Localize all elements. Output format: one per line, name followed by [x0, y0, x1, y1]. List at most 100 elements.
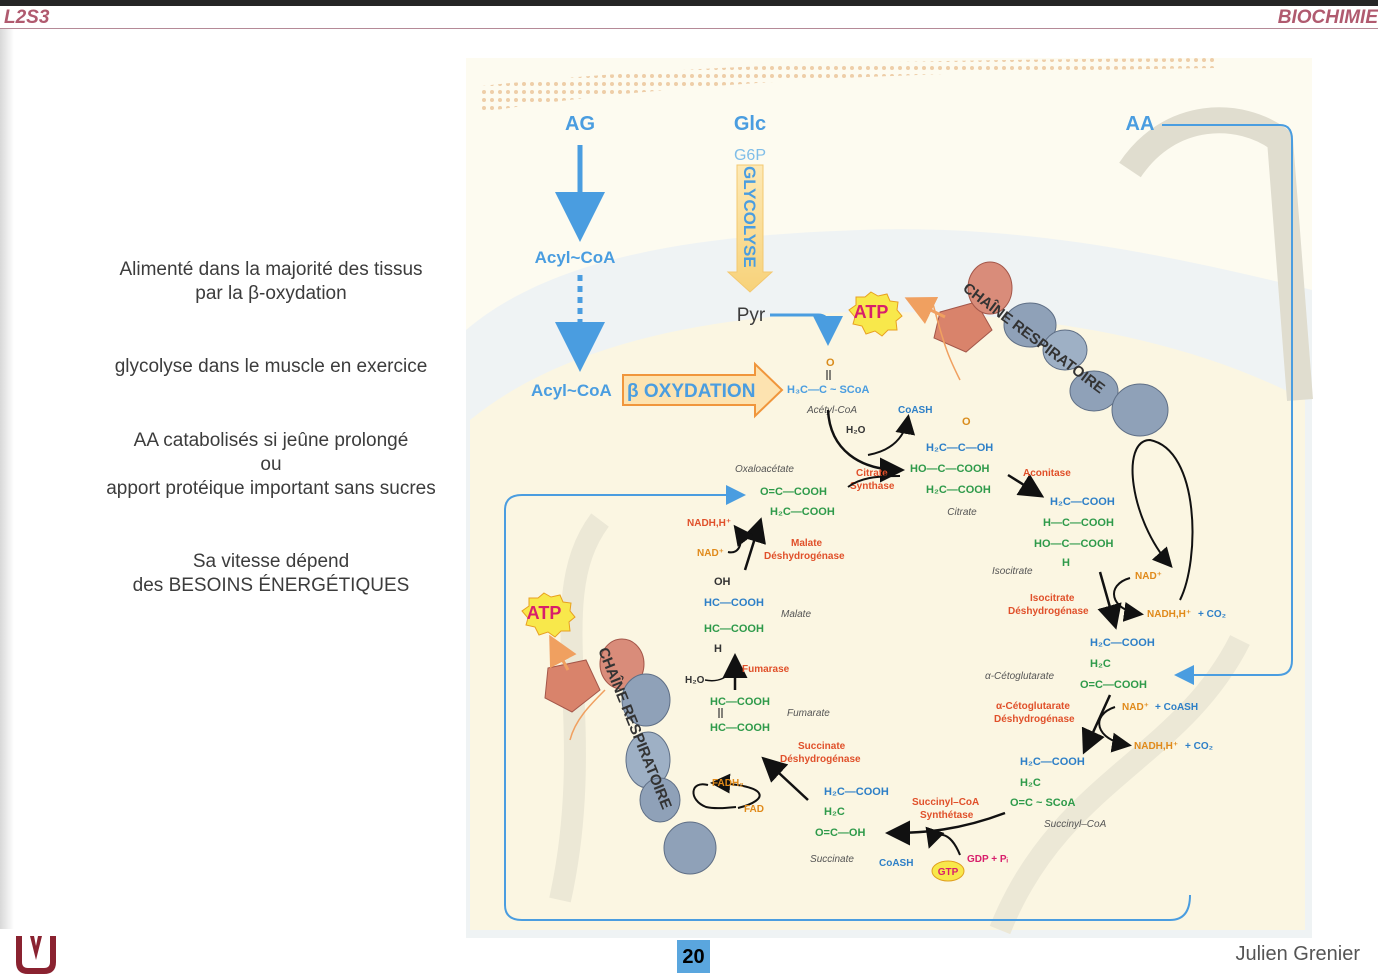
- header-rule: [0, 28, 1378, 29]
- succinate-dh-arrow: [761, 756, 809, 801]
- h2o-fumarase-curve: [704, 669, 734, 682]
- page-number: 20: [677, 940, 710, 973]
- course-code: L2S3: [4, 7, 50, 28]
- svg-text:H₃C—C ~ SCoA: H₃C—C ~ SCoA: [787, 384, 869, 396]
- svg-text:H₂C—COOH: H₂C—COOH: [926, 484, 991, 496]
- svg-text:HC—COOH: HC—COOH: [710, 696, 770, 708]
- svg-text:H₂C: H₂C: [1020, 777, 1041, 789]
- nad-loop-2: [1098, 706, 1132, 753]
- respiratory-chain-top: [931, 261, 1169, 437]
- acyl-coa-matrix-label: Acyl~CoA: [531, 381, 612, 400]
- nad-1: NAD⁺: [1135, 571, 1162, 582]
- note-glycolysis: glycolyse dans le muscle en exercice: [70, 355, 472, 379]
- isocitrate-structure: H₂C—COOH H—C—COOH HO—C—COOH H: [1034, 496, 1115, 569]
- ag-label: AG: [565, 113, 595, 135]
- nadh-to-chain-line: [1131, 438, 1194, 601]
- note-line: AA catabolisés si jeûne prolongé: [133, 430, 409, 451]
- atp-burst-top: [848, 291, 903, 337]
- atp-arrow-top: [904, 296, 946, 324]
- succinate-structure: H₂C—COOH H₂C O=C—OH: [815, 786, 889, 839]
- svg-text:H₂C—COOH: H₂C—COOH: [770, 506, 835, 518]
- fumarate-structure: HC—COOH HC—COOH: [710, 696, 770, 734]
- note-line: apport protéique important sans sucres: [106, 478, 436, 499]
- svg-text:O=C—COOH: O=C—COOH: [760, 486, 827, 498]
- svg-text:O=C—OH: O=C—OH: [815, 827, 865, 839]
- aconitase-arrow: [1007, 473, 1045, 498]
- note-line: des BESOINS ÉNERGÉTIQUES: [132, 575, 410, 596]
- nadh-2: NADH,H⁺: [1134, 741, 1178, 752]
- svg-text:O=C ~ SCoA: O=C ~ SCoA: [1010, 797, 1075, 809]
- note-line: ou: [260, 454, 282, 475]
- svg-text:H₂C—COOH: H₂C—COOH: [1050, 496, 1115, 508]
- citrate-structure: O H₂C—C—OH HO—C—COOH H₂C—COOH: [910, 416, 993, 496]
- coash-release-arrow: [867, 414, 916, 456]
- citrate-synthase-label-1: Citrate: [856, 468, 888, 479]
- citrate-synthase-label-2: Synthase: [850, 481, 895, 492]
- glc-label: Glc: [734, 113, 766, 135]
- akg-dh-label-2: Déshydrogénase: [994, 714, 1075, 725]
- fumarate-label: Fumarate: [787, 708, 830, 719]
- fumarase-label: Fumarase: [742, 664, 790, 675]
- left-feedback-line: [504, 485, 1191, 921]
- aconitase-label: Aconitase: [1023, 468, 1071, 479]
- malate-dh-label-2: Déshydrogénase: [764, 551, 845, 562]
- gdp-label: GDP + Pᵢ: [967, 854, 1009, 865]
- oxaloacetate-to-citrate-arrow: [847, 475, 901, 488]
- note-amino-acids: AA catabolisés si jeûne prolongé ou appo…: [70, 429, 472, 501]
- akg-dh-label-1: α-Cétoglutarate: [996, 701, 1070, 712]
- succinyl-coa-synthetase-label-1: Succinyl–CoA: [912, 797, 979, 808]
- citrate-label: Citrate: [947, 507, 977, 518]
- pyruvate-arrow: [770, 313, 843, 346]
- svg-text:H₂C: H₂C: [824, 806, 845, 818]
- svg-text:HC—COOH: HC—COOH: [710, 722, 770, 734]
- beta-oxidation-arrow: [622, 361, 784, 419]
- svg-text:H₂C—COOH: H₂C—COOH: [1020, 756, 1085, 768]
- svg-text:H₂C—C—OH: H₂C—C—OH: [926, 442, 993, 454]
- membrane-band: [482, 58, 1215, 112]
- beta-oxidation-label: β OXYDATION: [627, 381, 755, 402]
- co2-1: + CO₂: [1198, 609, 1226, 620]
- fadh2-label: FADH₂: [712, 778, 744, 789]
- mitochondrion-background: [466, 107, 1313, 938]
- note-line: par la β-oxydation: [195, 283, 347, 304]
- coash-released: CoASH: [898, 405, 932, 416]
- nad-3: NAD⁺: [697, 548, 724, 559]
- succinate-label: Succinate: [810, 854, 854, 865]
- co2-2: + CO₂: [1185, 741, 1213, 752]
- svg-text:H₂C: H₂C: [1090, 658, 1111, 670]
- svg-text:H₂C—COOH: H₂C—COOH: [1090, 637, 1155, 649]
- atp-label-bottom: ATP: [527, 603, 562, 623]
- fad-loop: [710, 773, 761, 809]
- svg-text:HC—COOH: HC—COOH: [704, 623, 764, 635]
- g6p-label: G6P: [734, 147, 766, 164]
- oxaloacetate-structure: O=C—COOH H₂C—COOH: [760, 486, 835, 518]
- atp-arrow-bottom: [549, 634, 577, 671]
- svg-text:H: H: [714, 643, 722, 655]
- akg-dh-arrow: [1081, 694, 1112, 755]
- coash-3: CoASH: [879, 858, 913, 869]
- isocitrate-dh-label-2: Déshydrogénase: [1008, 606, 1089, 617]
- malate-dh-label-1: Malate: [791, 538, 823, 549]
- coash-2: + CoASH: [1155, 702, 1198, 713]
- citrate-synthase-arrow: [826, 409, 905, 483]
- svg-text:HO—C—COOH: HO—C—COOH: [1034, 538, 1114, 550]
- subject-title: BIOCHIMIE: [1277, 7, 1378, 28]
- note-line: Sa vitesse dépend: [192, 551, 350, 572]
- glycolysis-arrow: [726, 164, 774, 293]
- note-beta-oxidation: Alimenté dans la majorité des tissus par…: [70, 258, 472, 306]
- succinyl-coa-synthetase-label-2: Synthétase: [920, 810, 974, 821]
- svg-text:H: H: [1062, 557, 1070, 569]
- h2o-citrate: H₂O: [846, 425, 866, 436]
- svg-text:HO—C—COOH: HO—C—COOH: [910, 463, 990, 475]
- isocitrate-dh-arrow: [1097, 571, 1122, 630]
- note-line: Alimenté dans la majorité des tissus: [119, 259, 423, 280]
- note-rate: Sa vitesse dépend des BESOINS ÉNERGÉTIQU…: [70, 550, 472, 598]
- fadh2-to-chain-line: [692, 783, 737, 810]
- gtp-label: GTP: [938, 867, 959, 878]
- svg-text:H—C—COOH: H—C—COOH: [1043, 517, 1114, 529]
- acetyl-coa-label: Acétyl-CoA: [806, 405, 857, 416]
- svg-text:H₂C—COOH: H₂C—COOH: [824, 786, 889, 798]
- succinate-dh-label-2: Déshydrogénase: [780, 754, 861, 765]
- note-line: glycolyse dans le muscle en exercice: [114, 356, 428, 377]
